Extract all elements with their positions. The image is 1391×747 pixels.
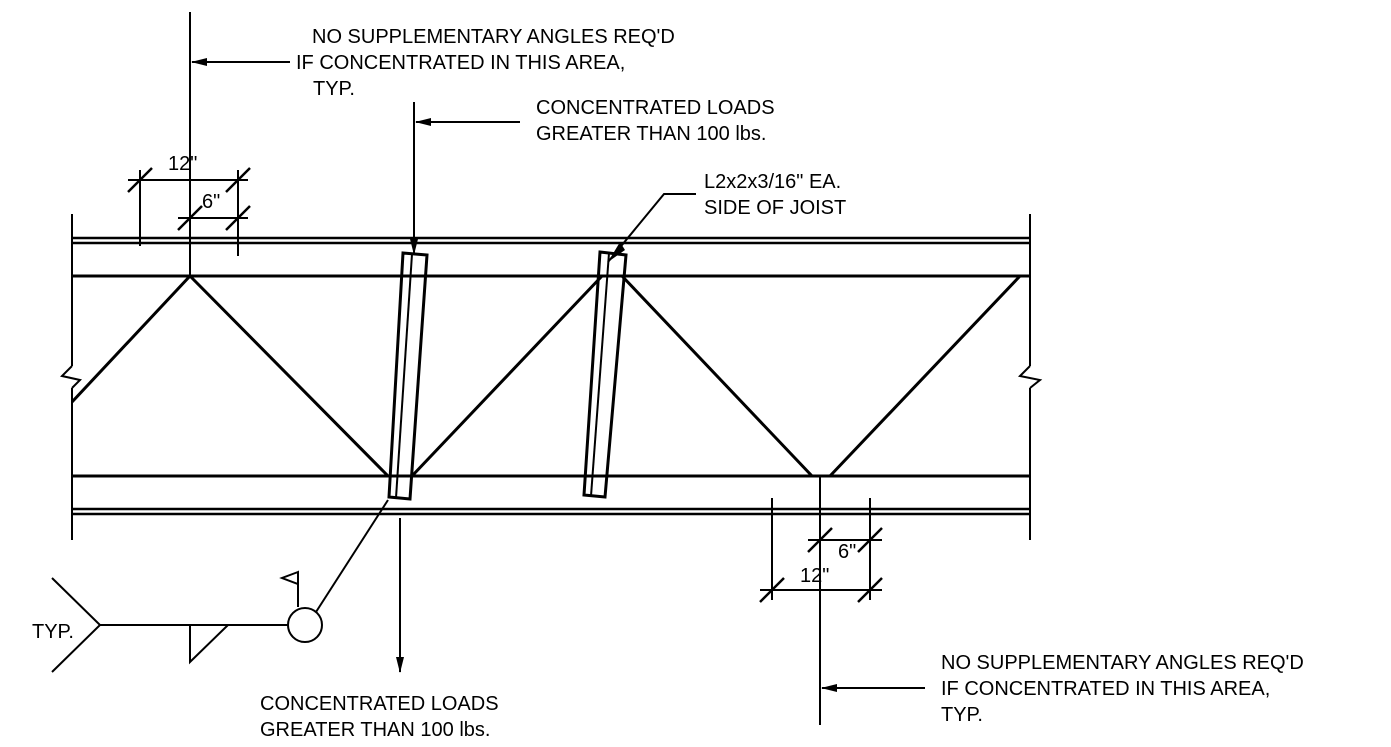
note-concentrated-loads-top: CONCENTRATED LOADS GREATER THAN 100 lbs.	[536, 97, 775, 145]
svg-text:NO SUPPLEMENTARY ANGLES REQ'D: NO SUPPLEMENTARY ANGLES REQ'D	[941, 652, 1304, 674]
top-concentrated-load-arrow	[410, 102, 520, 255]
svg-text:GREATER THAN 100 lbs.: GREATER THAN 100 lbs.	[536, 123, 766, 145]
dim-label-bottom-6: 6"	[838, 541, 856, 563]
note-no-supplementary-top: NO SUPPLEMENTARY ANGLES REQ'D IF CONCENT…	[296, 26, 675, 100]
svg-text:TYP.: TYP.	[313, 78, 355, 100]
weld-symbol	[51, 499, 389, 673]
right-break-line	[1017, 214, 1043, 540]
top-dimension-6	[177, 205, 251, 231]
weld-typ-label: TYP.	[32, 621, 74, 643]
note-no-supplementary-bottom: NO SUPPLEMENTARY ANGLES REQ'D IF CONCENT…	[941, 652, 1304, 726]
dim-label-top-6: 6"	[202, 191, 220, 213]
left-break-line	[60, 214, 82, 540]
note-concentrated-loads-bottom: CONCENTRATED LOADS GREATER THAN 100 lbs.	[260, 693, 499, 741]
dim-label-bottom-12: 12"	[800, 565, 829, 587]
svg-text:SIDE OF JOIST: SIDE OF JOIST	[704, 197, 846, 219]
svg-text:CONCENTRATED LOADS: CONCENTRATED LOADS	[536, 97, 775, 119]
note-angle-callout: L2x2x3/16" EA. SIDE OF JOIST	[704, 171, 846, 219]
top-chord	[72, 236, 1030, 278]
svg-text:IF CONCENTRATED IN THIS AREA,: IF CONCENTRATED IN THIS AREA,	[296, 52, 625, 74]
svg-text:TYP.: TYP.	[941, 704, 983, 726]
bottom-dimension-12	[759, 498, 883, 603]
svg-text:L2x2x3/16" EA.: L2x2x3/16" EA.	[704, 171, 841, 193]
svg-text:CONCENTRATED LOADS: CONCENTRATED LOADS	[260, 693, 499, 715]
web-members	[70, 274, 1022, 478]
svg-text:GREATER THAN 100 lbs.: GREATER THAN 100 lbs.	[260, 719, 490, 741]
angle-callout-leader	[607, 193, 696, 263]
bottom-chord	[72, 474, 1030, 516]
top-extent-leader	[189, 12, 290, 276]
supplementary-angle-1	[387, 251, 429, 501]
top-dimension-12	[127, 167, 251, 256]
dim-label-top-12: 12"	[168, 153, 197, 175]
svg-text:NO SUPPLEMENTARY ANGLES REQ'D: NO SUPPLEMENTARY ANGLES REQ'D	[312, 26, 675, 48]
bottom-extent-leader	[819, 476, 925, 725]
bottom-dimension-6	[807, 498, 883, 600]
svg-text:IF CONCENTRATED IN THIS AREA,: IF CONCENTRATED IN THIS AREA,	[941, 678, 1270, 700]
